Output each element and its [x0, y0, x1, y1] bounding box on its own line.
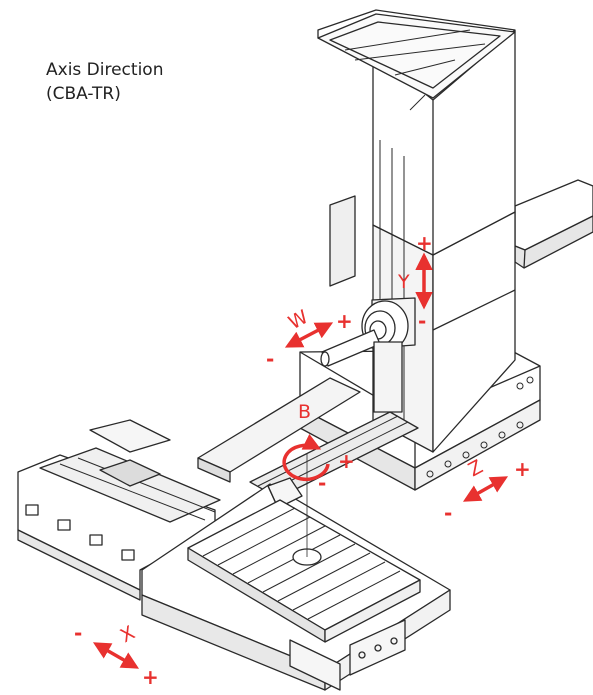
headstock: [320, 297, 416, 413]
b-plus-sign: +: [338, 449, 355, 473]
z-minus-sign: -: [444, 501, 452, 525]
title-line-2: (CBA-TR): [46, 84, 121, 104]
rear-rail: [514, 179, 593, 269]
y-axis-label: Y: [397, 271, 410, 293]
b-axis-label: B: [298, 401, 311, 423]
axis-arrows: [92, 252, 509, 669]
z-plus-sign: +: [514, 457, 531, 481]
y-minus-sign: -: [418, 309, 426, 333]
w-plus-sign: +: [336, 309, 353, 333]
diagram-title: Axis Direction (CBA-TR): [46, 58, 163, 106]
x-axis-arrow: [92, 642, 140, 669]
w-axis-arrow: [284, 322, 334, 348]
w-minus-sign: -: [266, 347, 274, 371]
b-axis-rotation-arrow: [282, 433, 330, 481]
title-line-1: Axis Direction: [46, 60, 164, 80]
z-axis-label: Z: [465, 456, 487, 482]
x-axis-label: X: [117, 622, 139, 648]
x-plus-sign: +: [142, 665, 159, 689]
z-axis-arrow: [462, 476, 509, 502]
w-axis-label: W: [285, 306, 312, 334]
pallet-table: [187, 454, 421, 643]
y-plus-sign: +: [416, 231, 433, 255]
b-minus-sign: -: [318, 471, 326, 495]
x-minus-sign: -: [74, 621, 82, 645]
